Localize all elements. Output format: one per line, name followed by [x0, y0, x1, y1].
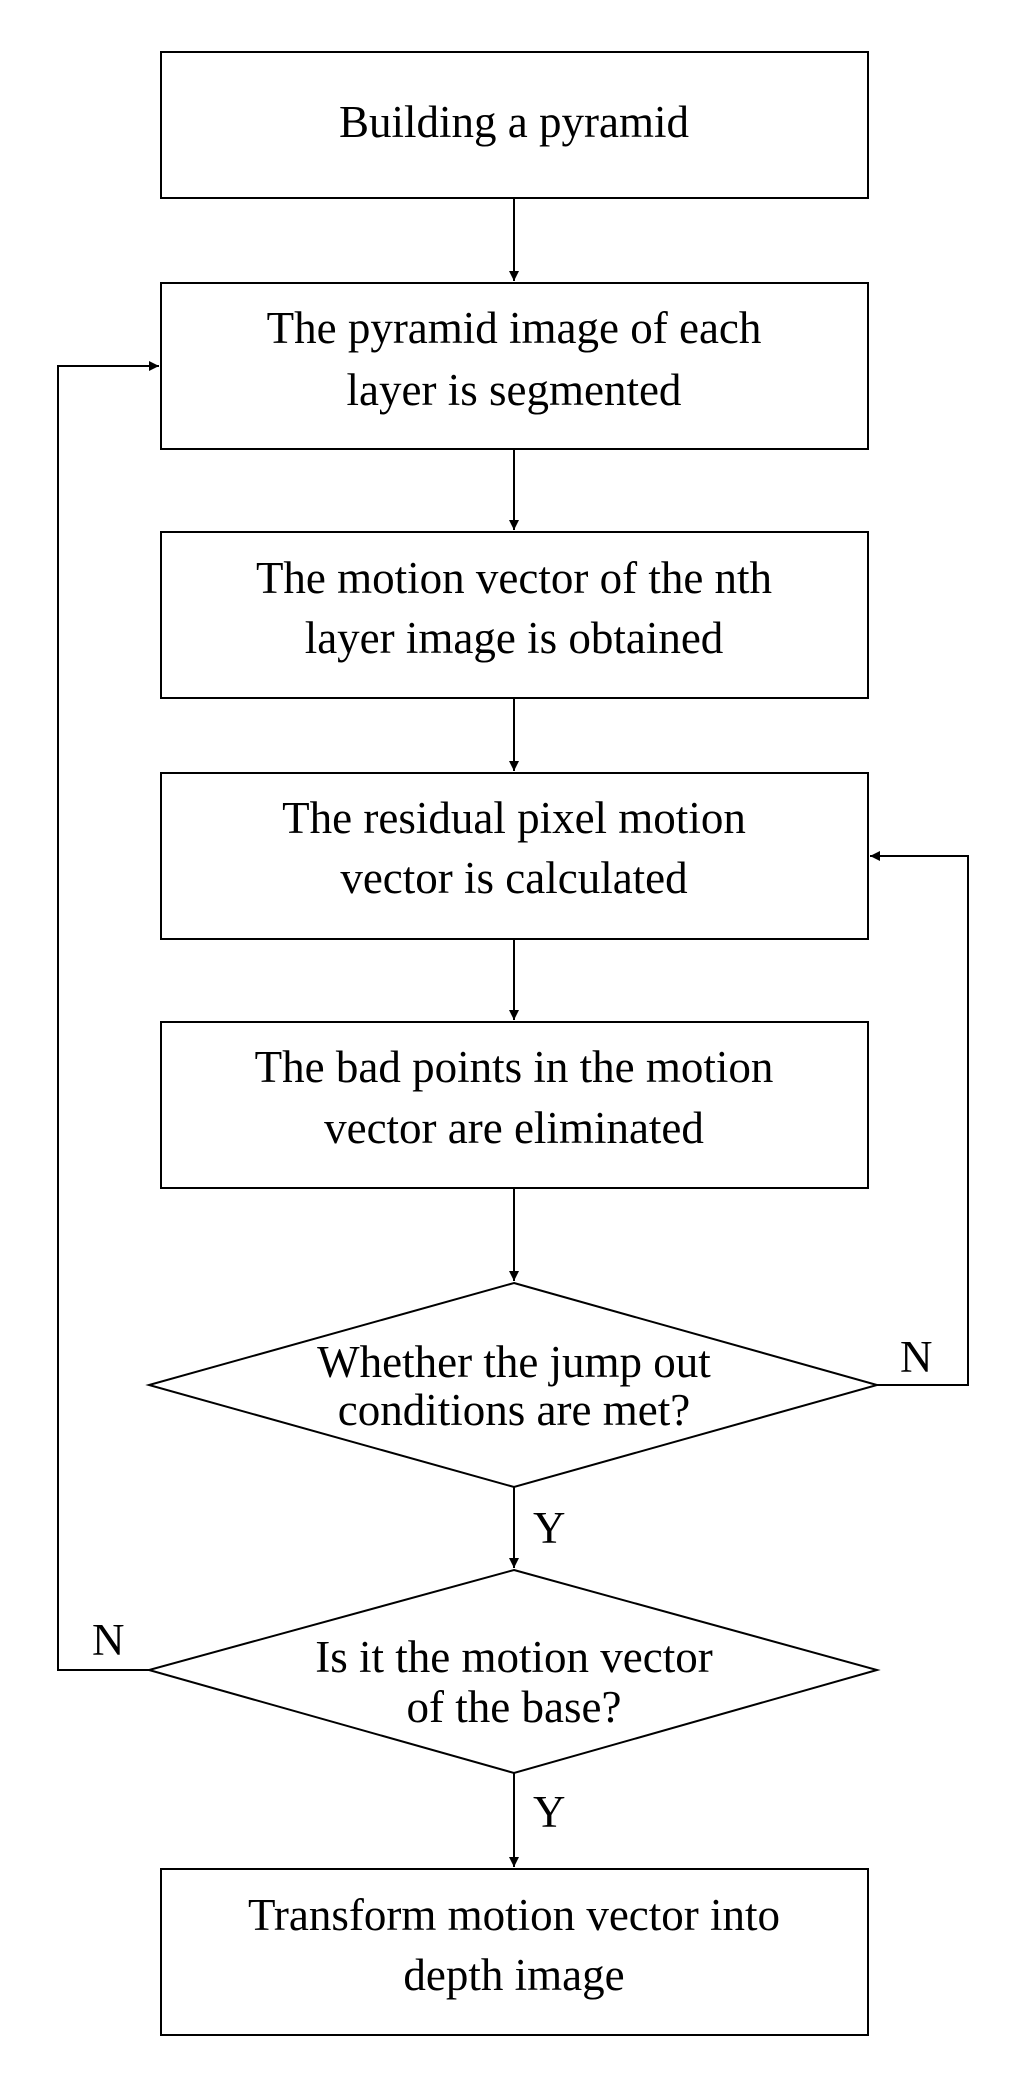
step-transform-line-1: Transform motion vector into: [248, 1890, 780, 1940]
decision-jump-out-line-2: conditions are met?: [338, 1385, 690, 1435]
label-jump-no: N: [900, 1332, 933, 1382]
step-nth-vector-line-2: layer image is obtained: [305, 613, 724, 663]
label-jump-yes: Y: [533, 1503, 566, 1553]
svg-text:Whether the jump out: Whether the jump out: [317, 1337, 711, 1387]
step-segment: The pyramid image of each layer is segme…: [160, 282, 869, 450]
decision-base-line-2: of the base?: [407, 1682, 622, 1732]
svg-text:vector is calculated: vector is calculated: [340, 853, 687, 903]
step-segment-line-2: layer is segmented: [347, 365, 682, 415]
svg-text:Is it the motion vector: Is it the motion vector: [315, 1632, 712, 1682]
svg-text:Building a pyramid: Building a pyramid: [339, 97, 689, 147]
arrow-jump-no-loop: [870, 851, 969, 1386]
step-transform: Transform motion vector into depth image: [160, 1868, 869, 2036]
svg-text:conditions are met?: conditions are met?: [338, 1385, 690, 1435]
step-bad-points-line-1: The bad points in the motion: [255, 1042, 774, 1092]
label-base-no: N: [92, 1615, 125, 1665]
step-transform-line-2: depth image: [403, 1950, 624, 2000]
step-bad-points: The bad points in the motion vector are …: [160, 1021, 869, 1189]
label-base-yes: Y: [533, 1787, 566, 1837]
svg-text:The motion vector of the nth: The motion vector of the nth: [256, 553, 772, 603]
svg-text:The bad points in the motion: The bad points in the motion: [255, 1042, 774, 1092]
svg-text:layer image is obtained: layer image is obtained: [305, 613, 724, 663]
step-residual: The residual pixel motion vector is calc…: [160, 772, 869, 940]
step-build-pyramid: Building a pyramid: [160, 51, 869, 199]
decision-base: Is it the motion vector of the base?: [145, 1568, 881, 1775]
step-residual-line-1: The residual pixel motion: [282, 793, 746, 843]
step-nth-vector-line-1: The motion vector of the nth: [256, 553, 772, 603]
step-bad-points-line-2: vector are eliminated: [324, 1103, 704, 1153]
step-build-pyramid-line-1: Building a pyramid: [339, 97, 689, 147]
decision-jump-out-line-1: Whether the jump out: [317, 1337, 711, 1387]
svg-text:layer is segmented: layer is segmented: [347, 365, 682, 415]
svg-text:Transform motion vector into: Transform motion vector into: [248, 1890, 780, 1940]
svg-text:vector are eliminated: vector are eliminated: [324, 1103, 704, 1153]
step-residual-line-2: vector is calculated: [340, 853, 687, 903]
step-segment-line-1: The pyramid image of each: [267, 303, 762, 353]
step-nth-vector: The motion vector of the nth layer image…: [160, 531, 869, 699]
svg-text:depth image: depth image: [403, 1950, 624, 2000]
svg-text:The residual pixel motion: The residual pixel motion: [282, 793, 746, 843]
decision-jump-out: Whether the jump out conditions are met?: [145, 1281, 881, 1489]
decision-base-line-1: Is it the motion vector: [315, 1632, 712, 1682]
svg-text:The pyramid image of each: The pyramid image of each: [267, 303, 762, 353]
svg-text:of the base?: of the base?: [407, 1682, 622, 1732]
arrow-base-no-loop: [57, 361, 159, 1671]
